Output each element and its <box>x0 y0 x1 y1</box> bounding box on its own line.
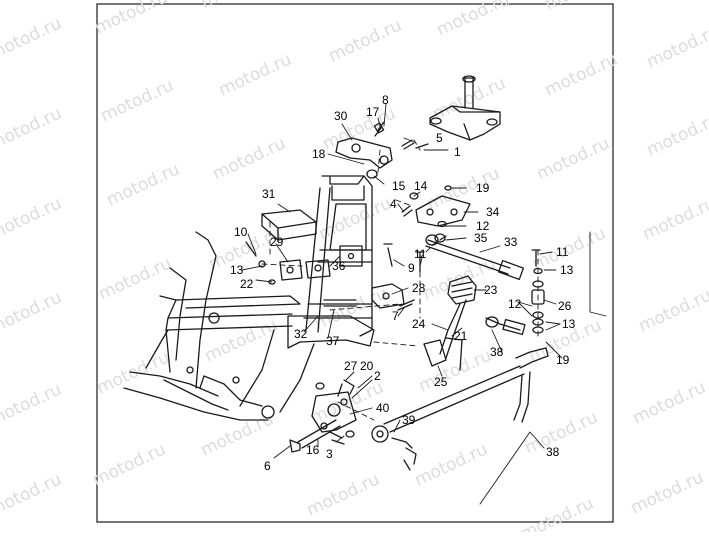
lower-linkage-assembly <box>371 347 549 471</box>
part-label-8: 8 <box>382 93 389 107</box>
part-label-15: 15 <box>392 179 406 193</box>
part-label-36: 36 <box>332 259 346 273</box>
part-label-26: 26 <box>558 299 572 313</box>
part-label-1: 1 <box>454 145 461 159</box>
part-label-38: 38 <box>546 445 560 459</box>
part-label-19: 19 <box>476 181 490 195</box>
part-label-16: 16 <box>306 443 320 457</box>
part-label-6: 6 <box>264 459 271 473</box>
part-label-32: 32 <box>294 327 308 341</box>
part-label-30: 30 <box>334 109 348 123</box>
part-label-37: 37 <box>326 334 340 348</box>
part-label-19: 19 <box>556 353 570 367</box>
part-label-21: 21 <box>454 329 468 343</box>
diagram-frame <box>96 3 614 523</box>
right-fasteners <box>415 249 545 334</box>
part-label-24: 24 <box>412 317 426 331</box>
upper-bracket-assembly <box>335 121 429 179</box>
part-label-20: 20 <box>360 359 374 373</box>
top-bracket-assembly <box>429 75 501 141</box>
part-label-39: 39 <box>402 413 416 427</box>
part-label-40: 40 <box>376 401 390 415</box>
part-label-23: 23 <box>484 283 498 297</box>
part-label-12: 12 <box>476 219 490 233</box>
part-label-34: 34 <box>486 205 500 219</box>
part-label-10: 10 <box>234 225 248 239</box>
part-label-22: 22 <box>240 277 254 291</box>
part-label-13: 13 <box>562 317 576 331</box>
part-label-17: 17 <box>366 105 380 119</box>
part-label-14: 14 <box>414 179 428 193</box>
part-label-11: 11 <box>556 245 569 259</box>
leader-lines <box>241 103 607 505</box>
part-label-18: 18 <box>312 147 326 161</box>
part-label-27: 27 <box>344 359 358 373</box>
part-label-29: 29 <box>270 235 284 249</box>
part-label-5: 5 <box>436 131 443 145</box>
assembly-guide-lines <box>261 139 539 421</box>
part-label-12: 12 <box>508 297 522 311</box>
part-label-13: 13 <box>230 263 244 277</box>
part-label-11: 11 <box>414 247 427 261</box>
part-label-35: 35 <box>474 231 488 245</box>
part-label-31: 31 <box>262 187 276 201</box>
part-labels: 1234567891011111212131313141516171819192… <box>230 93 576 473</box>
part-label-13: 13 <box>560 263 574 277</box>
part-label-7: 7 <box>392 309 399 323</box>
part-label-9: 9 <box>408 261 415 275</box>
part-label-3: 3 <box>326 447 333 461</box>
right-bracket-assembly <box>401 185 471 228</box>
part-label-28: 28 <box>412 281 426 295</box>
part-label-25: 25 <box>434 375 448 389</box>
left-bracket-assembly <box>245 209 331 285</box>
lower-left-parts <box>289 379 357 453</box>
part-label-38: 38 <box>490 345 504 359</box>
shift-rod-assembly <box>425 233 525 281</box>
part-label-4: 4 <box>390 197 397 211</box>
center-bracket-assembly <box>323 243 415 311</box>
part-label-2: 2 <box>374 369 381 383</box>
main-frame <box>123 231 375 421</box>
part-label-33: 33 <box>504 235 518 249</box>
line-art <box>123 75 607 505</box>
